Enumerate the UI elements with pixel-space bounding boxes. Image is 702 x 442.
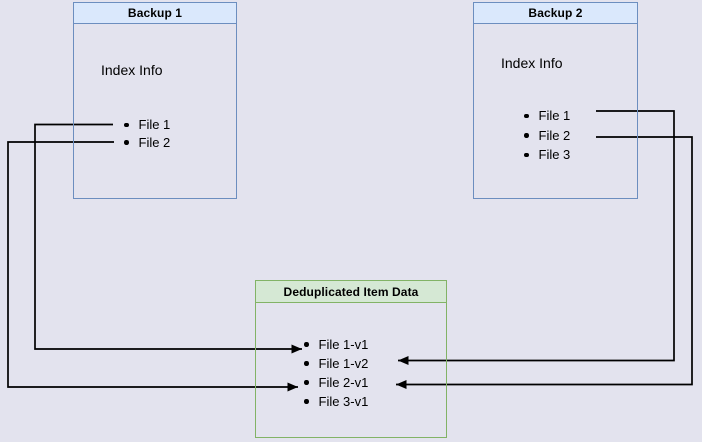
deduplicated-item-data-box: Deduplicated Item Data File 1-v1 File 1-… bbox=[255, 280, 447, 438]
file-label: File 1 bbox=[538, 108, 571, 124]
bullet-icon bbox=[304, 380, 309, 385]
backup2-index-info-label: Index Info bbox=[501, 55, 563, 71]
bullet-icon bbox=[524, 113, 529, 118]
item-label: File 1-v2 bbox=[318, 356, 369, 371]
backup1-file-list: File 1 File 2 bbox=[124, 116, 170, 151]
arrow-backup1-file1-to-file1v1 bbox=[34, 123, 302, 354]
file-label: File 1 bbox=[138, 117, 171, 133]
bullet-icon bbox=[124, 122, 129, 127]
file-label: File 2 bbox=[538, 127, 571, 143]
item-label: File 1-v1 bbox=[318, 337, 369, 352]
bullet-icon bbox=[304, 361, 309, 366]
list-item: File 2 bbox=[524, 126, 570, 146]
file-label: File 2 bbox=[138, 134, 171, 150]
item-label: File 3-v1 bbox=[318, 394, 369, 409]
backup2-file-list: File 1 File 2 File 3 bbox=[524, 106, 570, 165]
item-label: File 2-v1 bbox=[318, 375, 369, 390]
list-item: File 2 bbox=[124, 134, 170, 152]
bullet-icon bbox=[124, 140, 129, 145]
list-item: File 1 bbox=[124, 116, 170, 134]
arrow-backup2-file1-to-file1v2 bbox=[398, 110, 675, 365]
list-item: File 2-v1 bbox=[304, 373, 368, 392]
arrow-backup1-file2-to-file2v1 bbox=[7, 141, 298, 392]
dedup-item-list: File 1-v1 File 1-v2 File 2-v1 File 3-v1 bbox=[304, 335, 368, 411]
list-item: File 3 bbox=[524, 145, 570, 165]
backup1-index-info-label: Index Info bbox=[101, 62, 163, 78]
list-item: File 1-v1 bbox=[304, 335, 368, 354]
backup1-title: Backup 1 bbox=[74, 3, 236, 24]
backup2-box: Backup 2 Index Info File 1 File 2 File 3 bbox=[473, 2, 638, 199]
list-item: File 3-v1 bbox=[304, 392, 368, 411]
bullet-icon bbox=[304, 399, 309, 404]
bullet-icon bbox=[524, 133, 529, 138]
bullet-icon bbox=[524, 152, 529, 157]
file-label: File 3 bbox=[538, 147, 571, 163]
deduplicated-item-data-title: Deduplicated Item Data bbox=[256, 281, 446, 303]
bullet-icon bbox=[304, 342, 309, 347]
list-item: File 1-v2 bbox=[304, 354, 368, 373]
backup1-box: Backup 1 Index Info File 1 File 2 bbox=[73, 2, 237, 199]
list-item: File 1 bbox=[524, 106, 570, 126]
backup2-title: Backup 2 bbox=[474, 3, 637, 24]
arrow-backup2-file2-to-file2v1 bbox=[396, 136, 693, 389]
